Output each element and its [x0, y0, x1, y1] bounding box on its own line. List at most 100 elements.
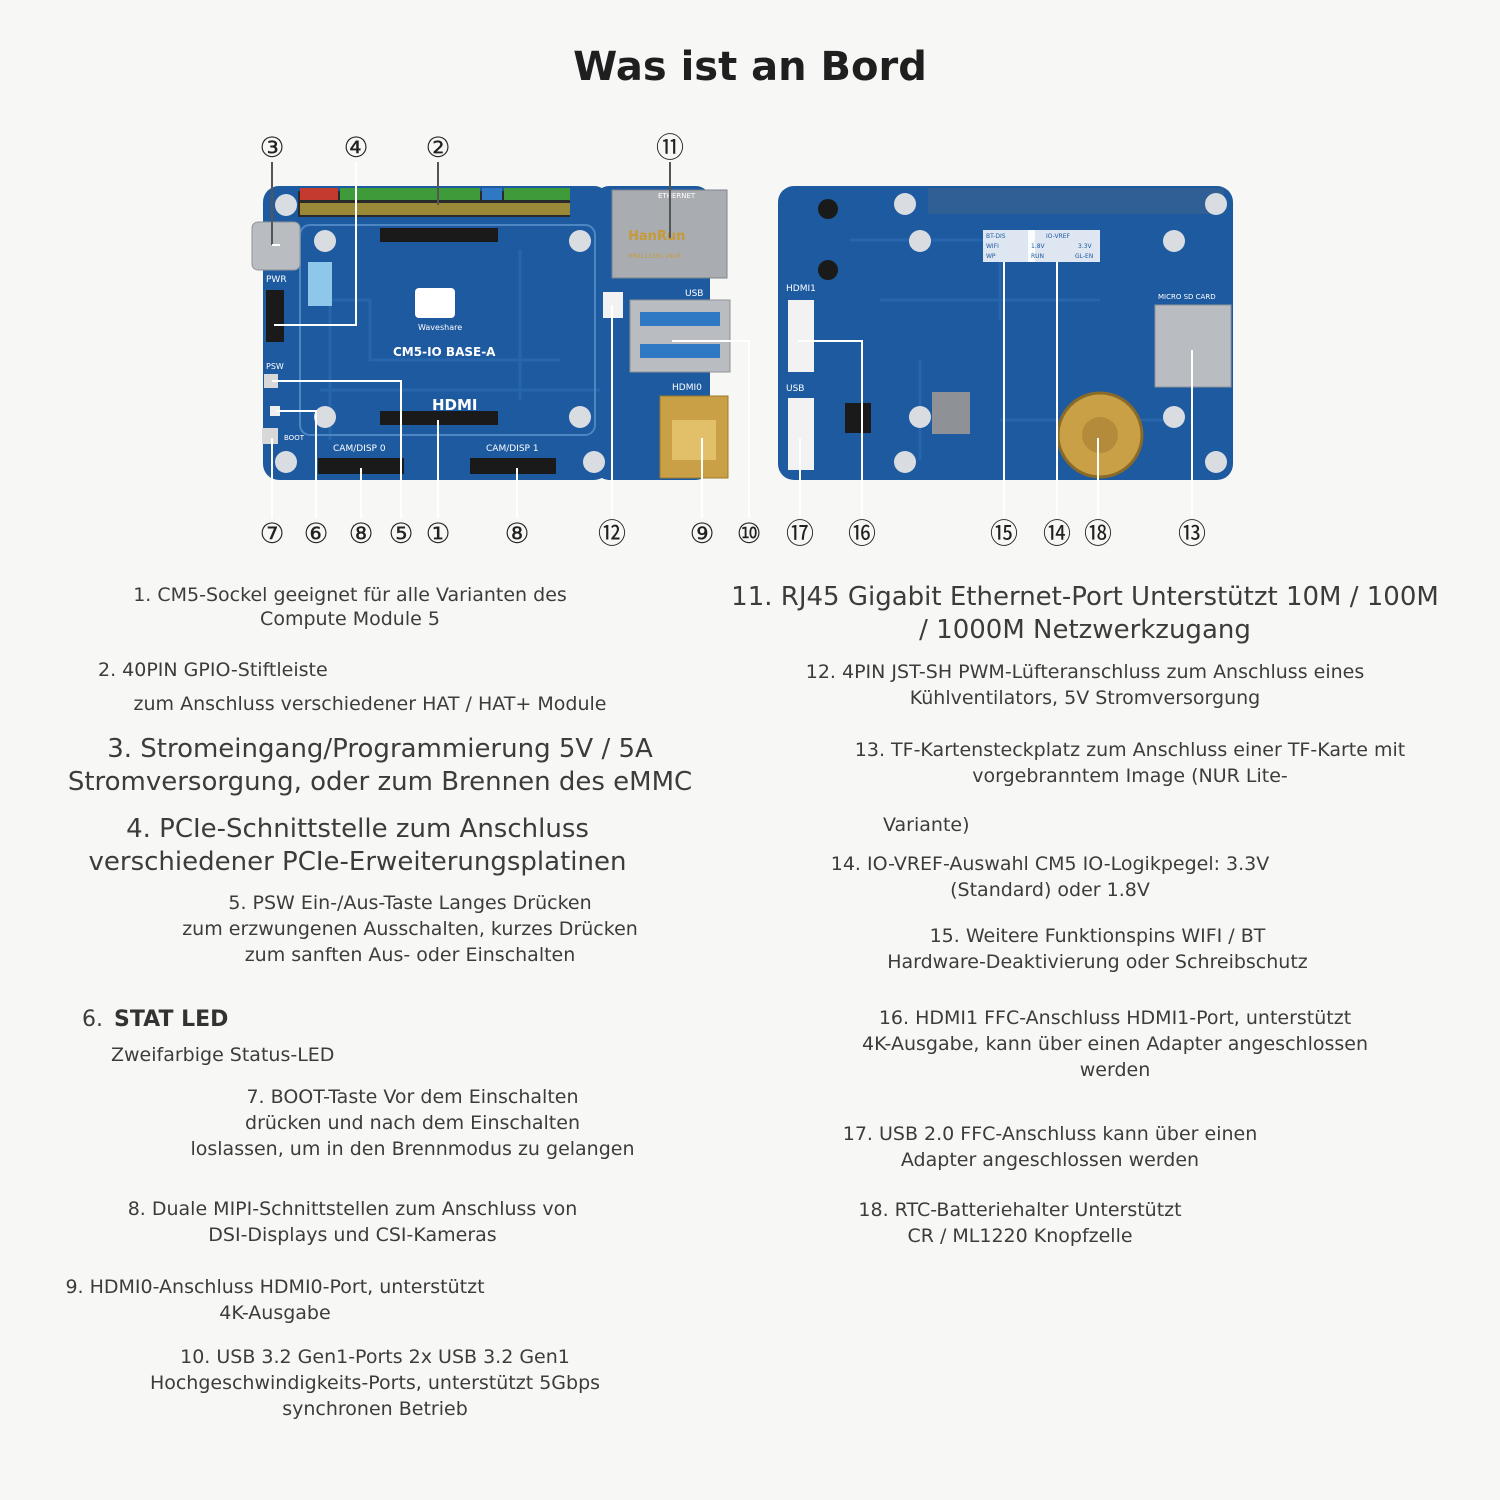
- iovref-block: [1028, 230, 1100, 262]
- desc-13-line: vorgebranntem Image (NUR Lite-: [972, 765, 1288, 788]
- callout-6: ⑥: [303, 517, 328, 550]
- pcie-connector: [266, 290, 284, 342]
- desc-10-line: 10. USB 3.2 Gen1-Ports 2x USB 3.2 Gen1: [180, 1346, 570, 1368]
- desc-10: 10. USB 3.2 Gen1-Ports 2x USB 3.2 Gen1 H…: [115, 1344, 635, 1423]
- callout-line-4: [274, 162, 357, 326]
- boot-button: [262, 428, 278, 444]
- cm5-connector-bottom: [380, 411, 498, 425]
- desc-15-line: 15. Weitere Funktionspins WIFI / BT: [929, 925, 1266, 947]
- desc-5-line: zum sanften Aus- oder Einschalten: [244, 944, 576, 967]
- board-diagram: PWR Waveshare CM5-IO BASE-A HDMI PSW BOO…: [251, 131, 1233, 550]
- desc-15-line: Hardware-Deaktivierung oder Schreibschut…: [887, 951, 1308, 974]
- desc-11-line: / 1000M Netzwerkzugang: [919, 614, 1251, 645]
- cm5-outline: [299, 224, 596, 436]
- mounting-hole: [583, 451, 605, 473]
- usb-label: USB: [685, 289, 703, 299]
- page-title: Was ist an Bord: [573, 44, 927, 90]
- v18-label: 1.8V: [1031, 243, 1046, 250]
- rtc-battery-center: [1082, 417, 1118, 453]
- desc-18-line: CR / ML1220 Knopfzelle: [907, 1225, 1133, 1248]
- mounting-hole: [275, 451, 297, 473]
- run-label: RUN: [1031, 253, 1044, 260]
- callout-lines: [271, 162, 1193, 518]
- desc-16-line: 16. HDMI1 FFC-Anschluss HDMI1-Port, unte…: [878, 1007, 1352, 1029]
- jack-code: HR911130C 2418: [628, 253, 681, 260]
- cam1-connector: [470, 458, 556, 474]
- desc-9-line: 4K-Ausgabe: [219, 1302, 331, 1325]
- desc-6-title: STAT LED: [114, 1007, 229, 1032]
- desc-14-line: 14. IO-VREF-Auswahl CM5 IO-Logikpegel: 3…: [830, 853, 1270, 875]
- desc-7-line: drücken und nach dem Einschalten: [245, 1112, 580, 1135]
- hdmi1-ffc-connector: [788, 300, 814, 372]
- gpio-header: [298, 188, 570, 217]
- desc-9-line: 9. HDMI0-Anschluss HDMI0-Port, unterstüt…: [65, 1276, 485, 1298]
- cam0-connector: [318, 458, 404, 474]
- board-name: CM5-IO BASE-A: [393, 345, 496, 359]
- callout-15: ⑮: [990, 517, 1018, 550]
- gpio-pins-green: [504, 188, 570, 200]
- waveshare-logo: [415, 288, 455, 318]
- desc-5: 5. PSW Ein-/Aus-Taste Langes Drücken zum…: [150, 890, 670, 969]
- iovref-label: IO-VREF: [1046, 233, 1071, 240]
- mounting-hole: [1163, 406, 1185, 428]
- gpio-pins-green: [340, 188, 480, 200]
- desc-3-line: Stromversorgung, oder zum Brennen des eM…: [67, 766, 693, 797]
- desc-15: 15. Weitere Funktionspins WIFI / BT Hard…: [850, 923, 1345, 975]
- desc-7-line: loslassen, um in den Brennmodus zu gelan…: [190, 1138, 635, 1161]
- cam1-label: CAM/DISP 1: [486, 444, 539, 454]
- hdmi-logo: HDMI: [432, 396, 478, 414]
- callout-7: ⑦: [259, 517, 284, 550]
- ethernet-label: ETHERNET: [658, 192, 696, 200]
- desc-17-line: 17. USB 2.0 FFC-Anschluss kann über eine…: [842, 1123, 1258, 1145]
- usb3-ports: [629, 299, 731, 373]
- desc-1-line: 1. CM5-Sockel geeignet für alle Variante…: [133, 584, 567, 606]
- callout-17: ⑰: [786, 517, 814, 550]
- mounting-hole: [909, 230, 931, 252]
- desc-6-number: 6.: [82, 1007, 103, 1032]
- callout-5: ⑤: [388, 517, 413, 550]
- desc-8: 8. Duale MIPI-Schnittstellen zum Anschlu…: [95, 1196, 610, 1248]
- desc-17-line: Adapter angeschlossen werden: [900, 1149, 1200, 1172]
- desc-14: 14. IO-VREF-Auswahl CM5 IO-Logikpegel: 3…: [800, 851, 1300, 903]
- desc-2-title: 2. 40PIN GPIO-Stiftleiste: [98, 659, 328, 681]
- function-pins-block: [983, 230, 1035, 262]
- mounting-hole: [569, 230, 591, 252]
- stat-led: [270, 406, 280, 416]
- desc-11: 11. RJ45 Gigabit Ethernet-Port Unterstüt…: [690, 581, 1480, 646]
- mounting-hole: [1205, 451, 1227, 473]
- usb-ffc-label: USB: [786, 384, 804, 394]
- mounting-hole: [314, 406, 336, 428]
- hdmi0-label: HDMI0: [672, 383, 702, 393]
- front-board: PWR Waveshare CM5-IO BASE-A HDMI PSW BOO…: [251, 186, 731, 480]
- desc-9: 9. HDMI0-Anschluss HDMI0-Port, unterstüt…: [35, 1274, 515, 1326]
- desc-13-continued: Variante): [883, 814, 970, 836]
- mounting-holes: [275, 194, 605, 473]
- callout-4: ④: [343, 131, 368, 164]
- hdmi0-port-opening: [672, 420, 716, 460]
- desc-10-line: synchronen Betrieb: [282, 1398, 468, 1421]
- desc-17: 17. USB 2.0 FFC-Anschluss kann über eine…: [810, 1121, 1290, 1173]
- desc-8-line: DSI-Displays und CSI-Kameras: [208, 1224, 497, 1247]
- psw-label: PSW: [266, 362, 284, 371]
- mounting-hole: [909, 406, 931, 428]
- mounting-hole: [1163, 230, 1185, 252]
- callout-numbers: ③ ④ ② ⑪ ⑦ ⑥ ⑧ ⑤ ① ⑧ ⑫ ⑨ ⑩ ⑰ ⑯ ⑮ ⑭ ⑱ ⑬: [259, 131, 1206, 550]
- desc-1-line: Compute Module 5: [260, 607, 440, 630]
- callout-16: ⑯: [848, 517, 876, 550]
- led-module: [308, 262, 332, 306]
- desc-8-line: 8. Duale MIPI-Schnittstellen zum Anschlu…: [127, 1198, 578, 1220]
- gpio-pins-yellow: [300, 203, 570, 215]
- ic-chip: [845, 403, 871, 433]
- desc-3: 3. Stromeingang/Programmierung 5V / 5A S…: [20, 733, 740, 798]
- microsd-label: MICRO SD CARD: [1158, 293, 1216, 301]
- mounting-hole: [314, 230, 336, 252]
- hdmi1-label: HDMI1: [786, 284, 816, 294]
- usb3-port-bottom: [640, 344, 720, 358]
- gpio-pins-blue: [482, 188, 502, 200]
- desc-4-line: verschiedener PCIe-Erweiterungsplatinen: [88, 846, 627, 877]
- callout-8b: ⑧: [504, 517, 529, 550]
- psw-button: [264, 374, 278, 388]
- pwr-label: PWR: [266, 275, 287, 285]
- desc-16: 16. HDMI1 FFC-Anschluss HDMI1-Port, unte…: [820, 1005, 1410, 1084]
- desc-16-line: 4K-Ausgabe, kann über einen Adapter ange…: [862, 1033, 1368, 1056]
